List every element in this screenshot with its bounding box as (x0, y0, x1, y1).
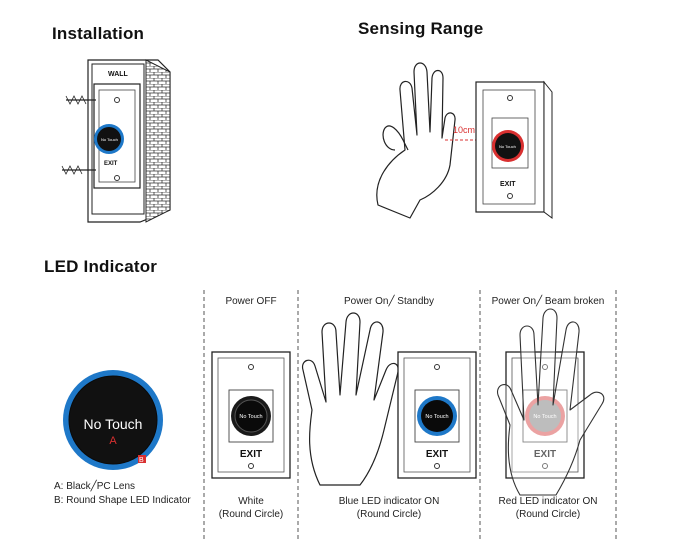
panel-beam-broken: No Touch EXIT (496, 308, 605, 496)
svg-text:No Touch: No Touch (101, 137, 118, 142)
screw-icon (434, 364, 440, 370)
hand-icon (301, 312, 399, 486)
panel-caption: Blue LED indicator ON(Round Circle) (338, 496, 440, 520)
mounting-screw-icon (61, 95, 96, 175)
panel-state-label: Power On╱ Standby (344, 296, 434, 307)
panel-caption: Red LED indicator ON(Round Circle) (498, 496, 598, 520)
panel-caption: White(Round Circle) (218, 496, 284, 520)
screw-icon (542, 463, 548, 469)
closeup-marker-a: A (109, 435, 117, 447)
installation-heading: Installation (52, 24, 145, 43)
closeup-lens-text: No Touch (84, 416, 143, 432)
panel-standby: No Touch EXIT (301, 312, 477, 486)
svg-text:No Touch: No Touch (499, 144, 516, 149)
screw-icon (507, 193, 513, 199)
exit-label: EXIT (534, 449, 556, 460)
panel-state-label: Power On╱ Beam broken (491, 296, 605, 307)
hand-icon (496, 308, 605, 496)
button-text: No Touch (425, 414, 448, 420)
install-lens (97, 127, 121, 151)
exit-label: EXIT (240, 449, 262, 460)
button-text: No Touch (533, 414, 556, 420)
legend-a: A: Black╱PC Lens (54, 481, 136, 492)
closeup-marker-b: B (139, 457, 144, 464)
button-text: No Touch (239, 414, 262, 420)
installation-figure: WALL No Touch EXIT (61, 59, 171, 223)
screw-icon (434, 463, 440, 469)
range-distance-label: 10cm (453, 125, 475, 135)
sensing-exit-label: EXIT (500, 181, 516, 188)
sensing-range-heading: Sensing Range (358, 19, 484, 38)
sensing-lens (495, 133, 521, 159)
lens-closeup: No Touch A B (63, 370, 163, 470)
lens (234, 399, 268, 433)
lens (421, 400, 453, 432)
lens (529, 400, 561, 432)
wall-label: WALL (108, 71, 129, 78)
screw-icon (114, 175, 120, 181)
panel-state-label: Power OFF (225, 296, 277, 307)
screw-icon (248, 463, 254, 469)
brick-wall-icon (145, 59, 171, 223)
screw-icon (114, 97, 120, 103)
sensing-switch-plate (475, 81, 545, 213)
hand-icon (376, 62, 456, 219)
exit-label: EXIT (426, 449, 448, 460)
sensing-range-figure: 10cm No Touch EXIT (376, 62, 553, 219)
screw-icon (507, 95, 513, 101)
closeup-lens (68, 375, 158, 465)
install-exit-label: EXIT (104, 161, 118, 167)
closeup-marker-b-box (138, 455, 146, 463)
led-indicator-heading: LED Indicator (44, 257, 158, 276)
panel-power-off: No Touch EXIT (211, 351, 291, 479)
screw-icon (248, 364, 254, 370)
legend-b: B: Round Shape LED Indicator (54, 495, 191, 506)
screw-icon (542, 364, 548, 370)
